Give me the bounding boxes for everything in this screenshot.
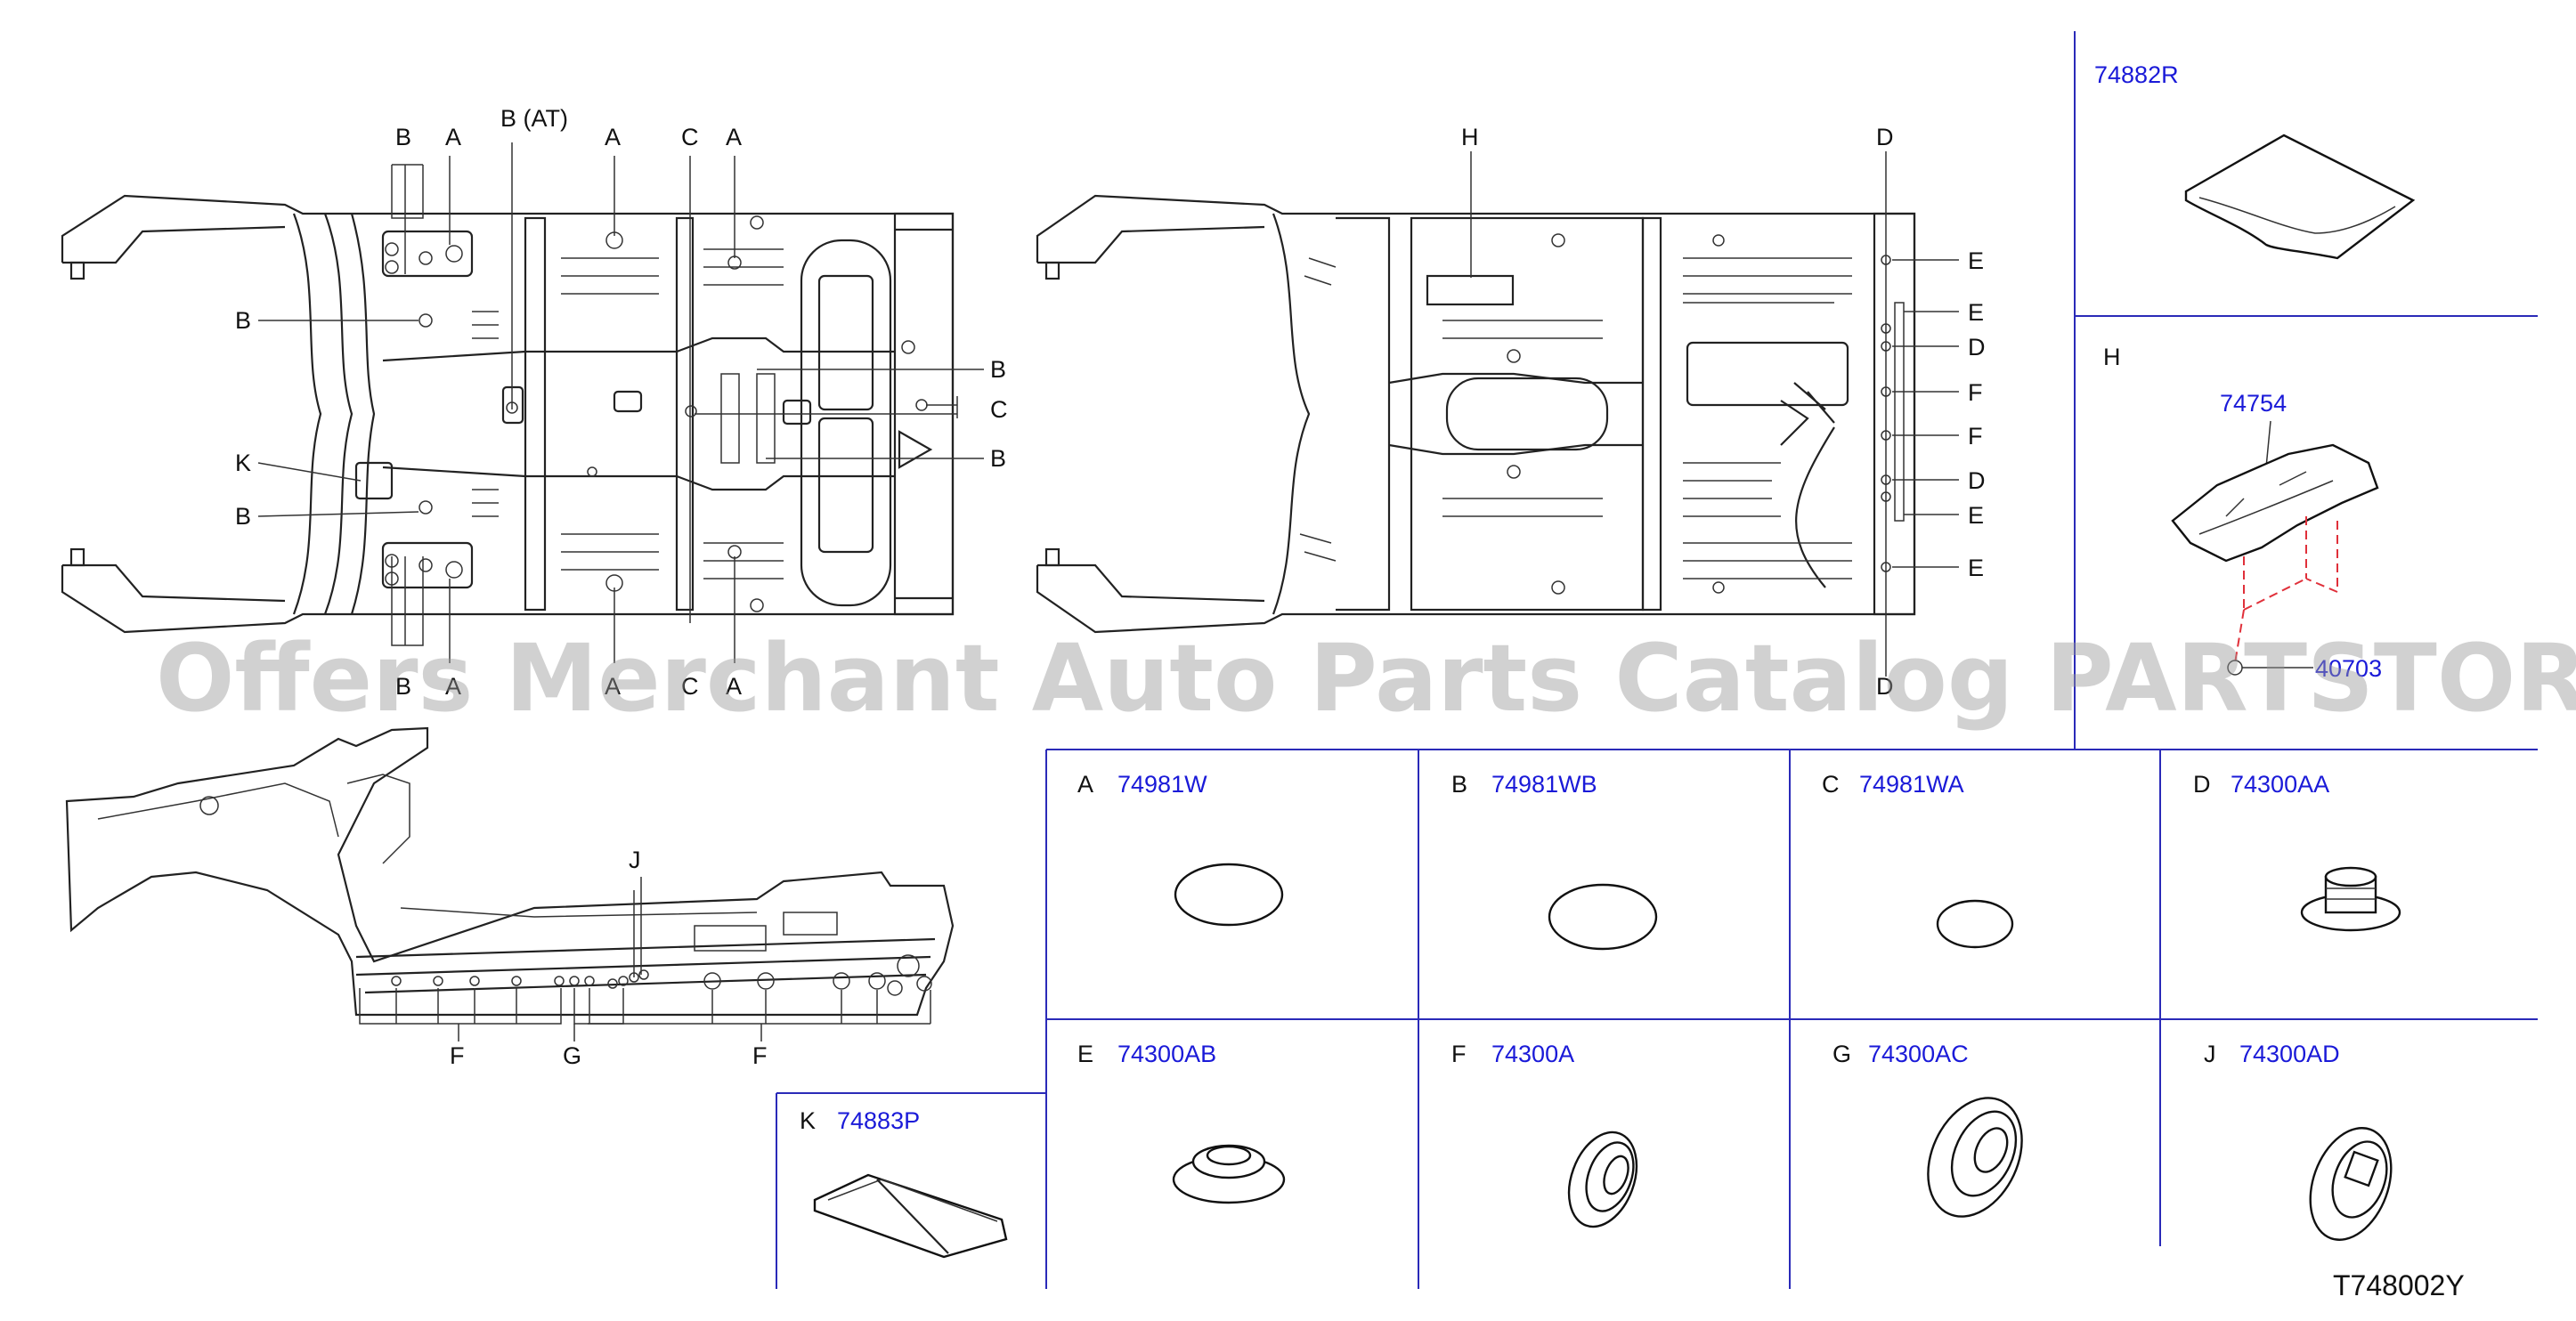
callout-label: C	[681, 673, 699, 700]
floor-top-view-labels: B A B (AT) A C A B K B B C B B A A C A	[235, 105, 1008, 700]
part-key: E	[1077, 1041, 1093, 1067]
callout-label: F	[1968, 423, 1983, 450]
part-key: A	[1077, 771, 1093, 798]
panel-74882r: 74882R	[2094, 61, 2416, 260]
callout-label: B	[235, 307, 251, 334]
plug-oval-icon	[1548, 883, 1658, 951]
part-cell-e: E 74300AB	[1077, 1041, 1286, 1204]
callout-label: E	[1968, 299, 1984, 326]
part-key: D	[2193, 771, 2211, 798]
side-view	[65, 726, 955, 1017]
callout-label: H	[2103, 344, 2121, 370]
part-key: B	[1451, 771, 1467, 798]
callout-label: D	[1876, 673, 1894, 700]
callout-label: H	[1461, 124, 1479, 150]
callout-label: F	[450, 1042, 465, 1069]
callout-label: B	[395, 673, 411, 700]
callout-label: C	[990, 396, 1008, 423]
side-view-leaders	[359, 877, 931, 1041]
callout-label: D	[1968, 467, 1986, 494]
watermark: Offers Merchant Auto Parts Catalog PARTS…	[156, 624, 2576, 733]
callout-label: B	[990, 445, 1006, 472]
part-cell-f: F 74300A	[1451, 1041, 1638, 1228]
plug-icon	[1567, 1131, 1638, 1228]
callout-label: B	[235, 503, 251, 530]
floor-top-view-leaders	[257, 142, 984, 663]
part-key: G	[1832, 1041, 1851, 1067]
part-number-40703[interactable]: 40703	[2315, 655, 2382, 682]
callout-label: A	[726, 124, 742, 150]
part-number[interactable]: 74981WA	[1859, 771, 1964, 798]
grid-frame	[776, 31, 2538, 1289]
part-cell-b: B 74981WB	[1451, 771, 1658, 951]
part-number[interactable]: 74981W	[1117, 771, 1207, 798]
callout-label: A	[726, 673, 742, 700]
callout-label: A	[605, 124, 621, 150]
insulator-pad-icon	[813, 1173, 1008, 1259]
callout-label: J	[629, 847, 641, 873]
callout-label: A	[445, 673, 461, 700]
part-cell-a: A 74981W	[1077, 771, 1284, 927]
part-number[interactable]: 74300AD	[2239, 1041, 2340, 1067]
side-view-labels: J F G F	[450, 847, 768, 1069]
plug-oval-icon	[1936, 899, 2014, 949]
part-cell-d: D 74300AA	[2193, 771, 2401, 932]
insulator-pad-icon	[2184, 134, 2416, 260]
part-number[interactable]: 74300A	[1491, 1041, 1574, 1067]
callout-label: F	[752, 1042, 768, 1069]
part-key: F	[1451, 1041, 1467, 1067]
part-cell-k: K 74883P	[800, 1107, 1008, 1259]
plug-oval-icon	[1174, 863, 1284, 927]
heat-insulator-icon	[2171, 443, 2379, 563]
callout-label: D	[1968, 334, 1986, 361]
part-key: K	[800, 1107, 816, 1134]
part-number-74754[interactable]: 74754	[2220, 390, 2287, 417]
part-key: C	[1822, 771, 1840, 798]
plug-icon	[1927, 1097, 2023, 1218]
clip-icon	[2309, 1127, 2393, 1241]
part-cell-c: C 74981WA	[1822, 771, 2014, 949]
callout-label: F	[1968, 379, 1983, 406]
callout-label: A	[445, 124, 461, 150]
callout-label: G	[563, 1042, 581, 1069]
part-number[interactable]: 74300AB	[1117, 1041, 1216, 1067]
callout-label: B	[990, 356, 1006, 383]
part-number[interactable]: 74300AA	[2231, 771, 2329, 798]
callout-label: B (AT)	[500, 105, 568, 132]
part-number[interactable]: 74300AC	[1868, 1041, 1969, 1067]
floor-under-view	[1036, 194, 1916, 634]
part-number[interactable]: 74883P	[837, 1107, 920, 1134]
panel-h: H 74754 40703	[2103, 344, 2382, 682]
callout-label: C	[681, 124, 699, 150]
grommet-icon	[2300, 866, 2401, 932]
callout-label: B	[395, 124, 411, 150]
grommet-icon	[1172, 1144, 1286, 1204]
floor-under-view-labels: H D E E D F F D E E D	[1461, 124, 1986, 700]
part-cell-j: J 74300AD	[2204, 1041, 2393, 1241]
callout-label: D	[1876, 124, 1894, 150]
callout-label: E	[1968, 247, 1984, 274]
floor-under-view-leaders	[1470, 151, 1959, 677]
part-key: J	[2204, 1041, 2216, 1067]
part-cell-g: G 74300AC	[1832, 1041, 2023, 1218]
part-number[interactable]: 74981WB	[1491, 771, 1597, 798]
callout-label: A	[605, 673, 621, 700]
callout-label: E	[1968, 502, 1984, 529]
part-number-74882r[interactable]: 74882R	[2094, 61, 2179, 88]
callout-label: K	[235, 450, 251, 476]
diagram-code: T748002Y	[2333, 1269, 2465, 1301]
callout-label: E	[1968, 555, 1984, 581]
